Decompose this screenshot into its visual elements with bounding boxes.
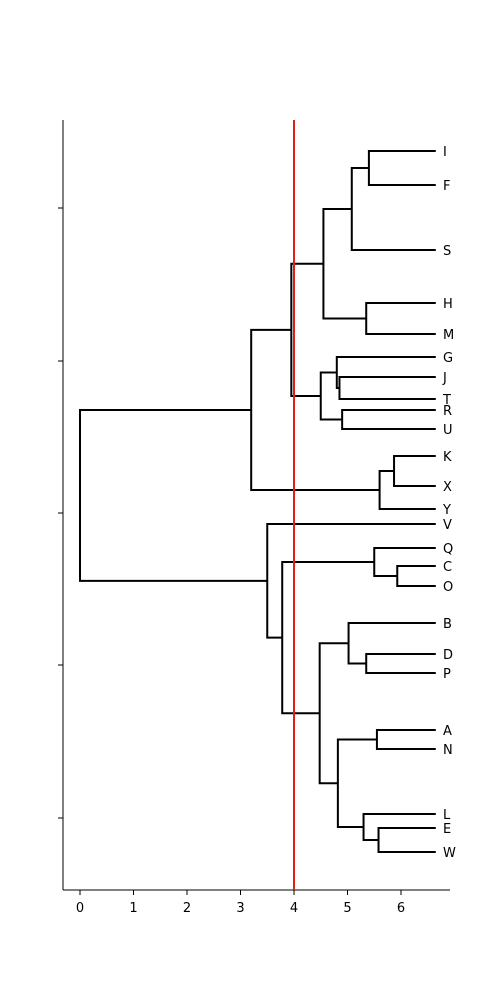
dendrogram-link-1 <box>350 167 436 251</box>
leaf-label-O: O <box>443 580 453 595</box>
leaf-label-T: T <box>442 393 451 408</box>
leaf-label-J: J <box>442 371 447 386</box>
leaf-label-X: X <box>443 480 452 495</box>
axes: 0 1 2 3 4 5 6 <box>58 120 450 916</box>
dendrogram-link-13 <box>373 547 436 577</box>
dendrogram-link-3 <box>322 208 367 320</box>
leaf-label-M: M <box>443 328 454 343</box>
dendrogram-link-10 <box>378 470 436 510</box>
leaf-label-D: D <box>443 648 453 663</box>
dendrogram-link-21 <box>281 561 375 715</box>
leaf-label-F: F <box>443 179 450 194</box>
leaf-label-A: A <box>443 724 452 739</box>
leaf-label-L: L <box>443 808 451 823</box>
dendrogram-link-6 <box>341 409 436 430</box>
dendrogram-link-4 <box>338 376 436 400</box>
leaf-label-R: R <box>443 404 452 419</box>
dendrogram-link-2 <box>365 302 436 335</box>
leaf-label-I: I <box>443 145 447 160</box>
leaf-label-G: G <box>443 351 453 366</box>
leaf-label-P: P <box>443 667 451 682</box>
leaf-label-B: B <box>443 617 452 632</box>
leaf-label-V: V <box>443 518 452 533</box>
leaf-label-E: E <box>443 822 451 837</box>
leaf-label-Q: Q <box>443 542 453 557</box>
dendrogram-link-20 <box>318 642 349 785</box>
x-tick-label-5: 5 <box>343 901 351 916</box>
leaf-label-U: U <box>443 423 453 438</box>
leaf-label-H: H <box>443 297 453 312</box>
leaf-label-W: W <box>443 846 456 861</box>
x-tick-label-0: 0 <box>76 901 84 916</box>
x-tick-label-3: 3 <box>236 901 244 916</box>
dendrogram-link-8 <box>290 262 324 397</box>
dendrogram-link-14 <box>365 653 436 674</box>
dendrogram-link-17 <box>377 827 436 853</box>
dendrogram-link-5 <box>335 356 436 389</box>
dendrogram-link-12 <box>396 565 436 587</box>
dendrogram-link-16 <box>375 729 436 750</box>
dendrogram-link-15 <box>347 622 436 665</box>
dendrogram-link-22 <box>266 523 436 639</box>
x-tick-label-6: 6 <box>397 901 405 916</box>
leaf-label-K: K <box>443 450 452 465</box>
dendrogram-link-23 <box>79 408 268 582</box>
dendrogram-links <box>79 150 436 853</box>
x-tick-label-1: 1 <box>129 901 137 916</box>
leaf-label-Y: Y <box>442 503 451 518</box>
dendrogram-link-0 <box>367 150 436 186</box>
dendrogram-link-9 <box>393 455 436 487</box>
leaf-label-C: C <box>443 560 452 575</box>
x-tick-label-2: 2 <box>183 901 191 916</box>
leaf-label-S: S <box>443 244 451 259</box>
leaf-label-N: N <box>443 743 453 758</box>
x-tick-label-4: 4 <box>290 901 298 916</box>
